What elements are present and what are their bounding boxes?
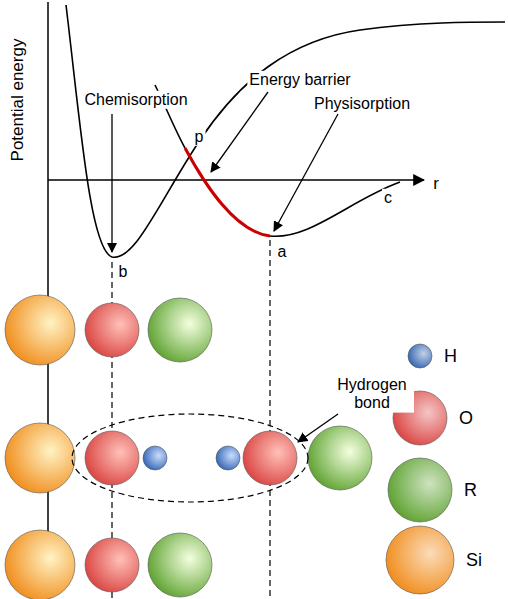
leader-arrow	[111, 114, 112, 252]
legend-label: Si	[466, 551, 482, 569]
hydrogen-bond-outline	[72, 414, 308, 502]
callout-label: Energy barrier	[247, 71, 352, 89]
legend-swatch	[385, 525, 455, 595]
guide-line	[269, 240, 270, 599]
point-label: p	[193, 128, 206, 146]
energy-barrier-curve	[185, 148, 270, 236]
legend-label: O	[459, 409, 473, 427]
legend-swatch-circle	[388, 458, 452, 522]
chemisorption-curve	[66, 5, 505, 257]
legend-swatch-circle	[408, 344, 432, 368]
leader-arrow	[211, 92, 268, 172]
callout-label: Chemisorption	[82, 91, 189, 109]
atom-rows	[5, 295, 372, 599]
legend-swatch-circle	[386, 526, 454, 594]
legend-label: H	[444, 347, 457, 365]
point-label: a	[276, 243, 289, 261]
leader-arrow	[274, 114, 338, 231]
legend-label: R	[464, 481, 477, 499]
legend-swatch	[407, 343, 433, 369]
point-label: c	[382, 189, 394, 207]
axis-label: r	[433, 174, 439, 194]
legend-swatch	[387, 457, 453, 523]
legend-swatch-circle	[393, 391, 447, 445]
callout-label: Physisorption	[312, 95, 412, 113]
callout-label: Hydrogen bond	[330, 376, 414, 413]
physisorption-curve	[270, 182, 400, 236]
x-axis	[48, 179, 424, 181]
axis-title: Potential energy	[8, 39, 28, 162]
point-label: b	[117, 263, 130, 281]
